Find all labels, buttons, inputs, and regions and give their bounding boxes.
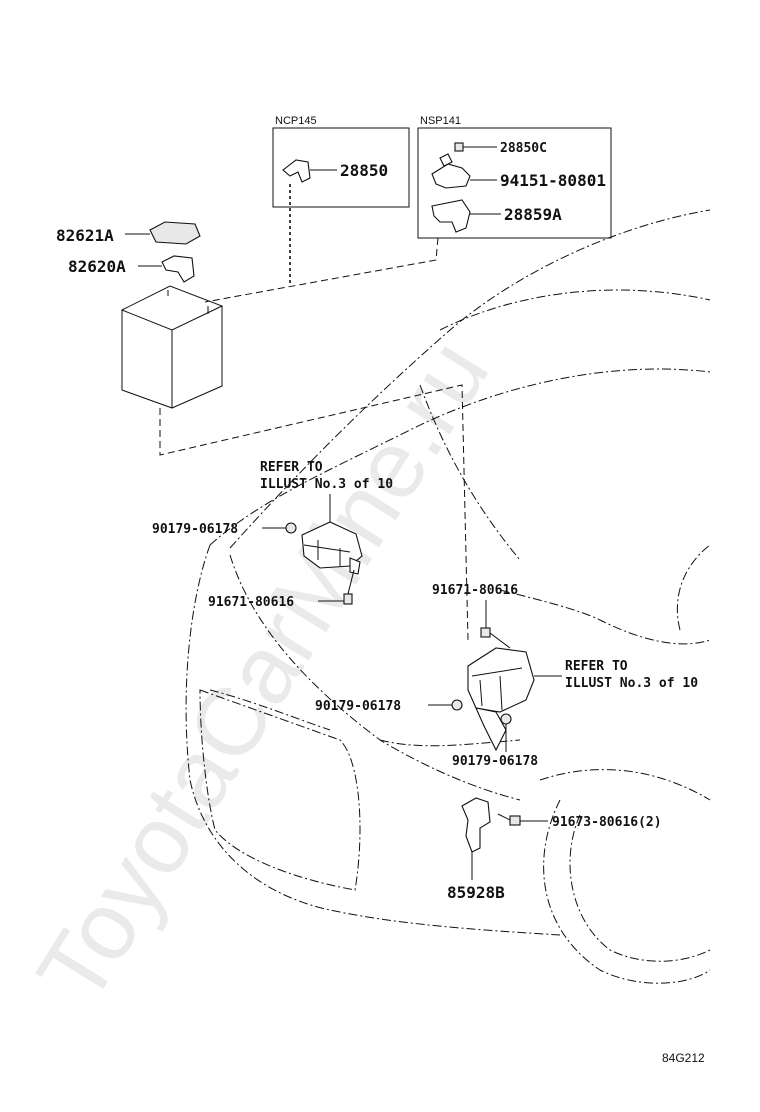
bolt-left-icon (318, 569, 355, 605)
label-82621a: 82621A (56, 226, 114, 245)
nut-right-a-icon (428, 699, 463, 711)
refer-right-line1: REFER TO (565, 659, 628, 674)
label-85928b: 85928B (447, 883, 505, 902)
watermark: ToyotaCarMine.ru (17, 322, 509, 1021)
battery (120, 285, 224, 409)
bolt-right-icon (480, 600, 511, 649)
vehicle-outline (185, 209, 711, 984)
refer-left-line1: REFER TO (260, 460, 323, 475)
junction-block-right (467, 647, 535, 752)
label-28859a: 28859A (504, 205, 562, 224)
variant-box-ncp145: NCP145 28850 (272, 115, 410, 208)
variant-box-nsp141: NSP141 28850C 94151-80801 28859A (417, 115, 612, 239)
nut-left-icon (262, 522, 297, 534)
diagram-code: 84G212 (662, 1051, 705, 1065)
variant-ncp145-title: NCP145 (275, 115, 317, 127)
bolt-91673-icon (497, 813, 548, 826)
part-94151-icon (454, 142, 497, 152)
refer-right-line2: ILLUST No.3 of 10 (565, 676, 698, 691)
label-82620a: 82620A (68, 257, 126, 276)
label-91673-80616: 91673-80616(2) (552, 815, 662, 830)
part-82621a-icon (125, 221, 201, 245)
label-28850c: 94151-80801 (500, 171, 606, 190)
label-91671-80616-a: 91671-80616 (208, 595, 294, 610)
part-28850c-icon (431, 153, 497, 189)
label-94151-80801: 28850C (500, 141, 547, 156)
part-82620a-icon (138, 255, 195, 283)
part-85928b-icon (461, 797, 491, 880)
label-90179-06178-c: 90179-06178 (452, 754, 538, 769)
nut-right-b-icon (500, 713, 512, 752)
relay-block-left (301, 521, 363, 575)
label-28850: 28850 (340, 161, 388, 180)
label-90179-06178-a: 90179-06178 (152, 522, 238, 537)
part-28859a-icon (431, 199, 501, 233)
variant-nsp141-title: NSP141 (420, 115, 461, 127)
refer-left-line2: ILLUST No.3 of 10 (260, 477, 393, 492)
label-91671-80616-b: 91671-80616 (432, 583, 518, 598)
label-90179-06178-b: 90179-06178 (315, 699, 401, 714)
part-28850-icon (282, 159, 337, 183)
